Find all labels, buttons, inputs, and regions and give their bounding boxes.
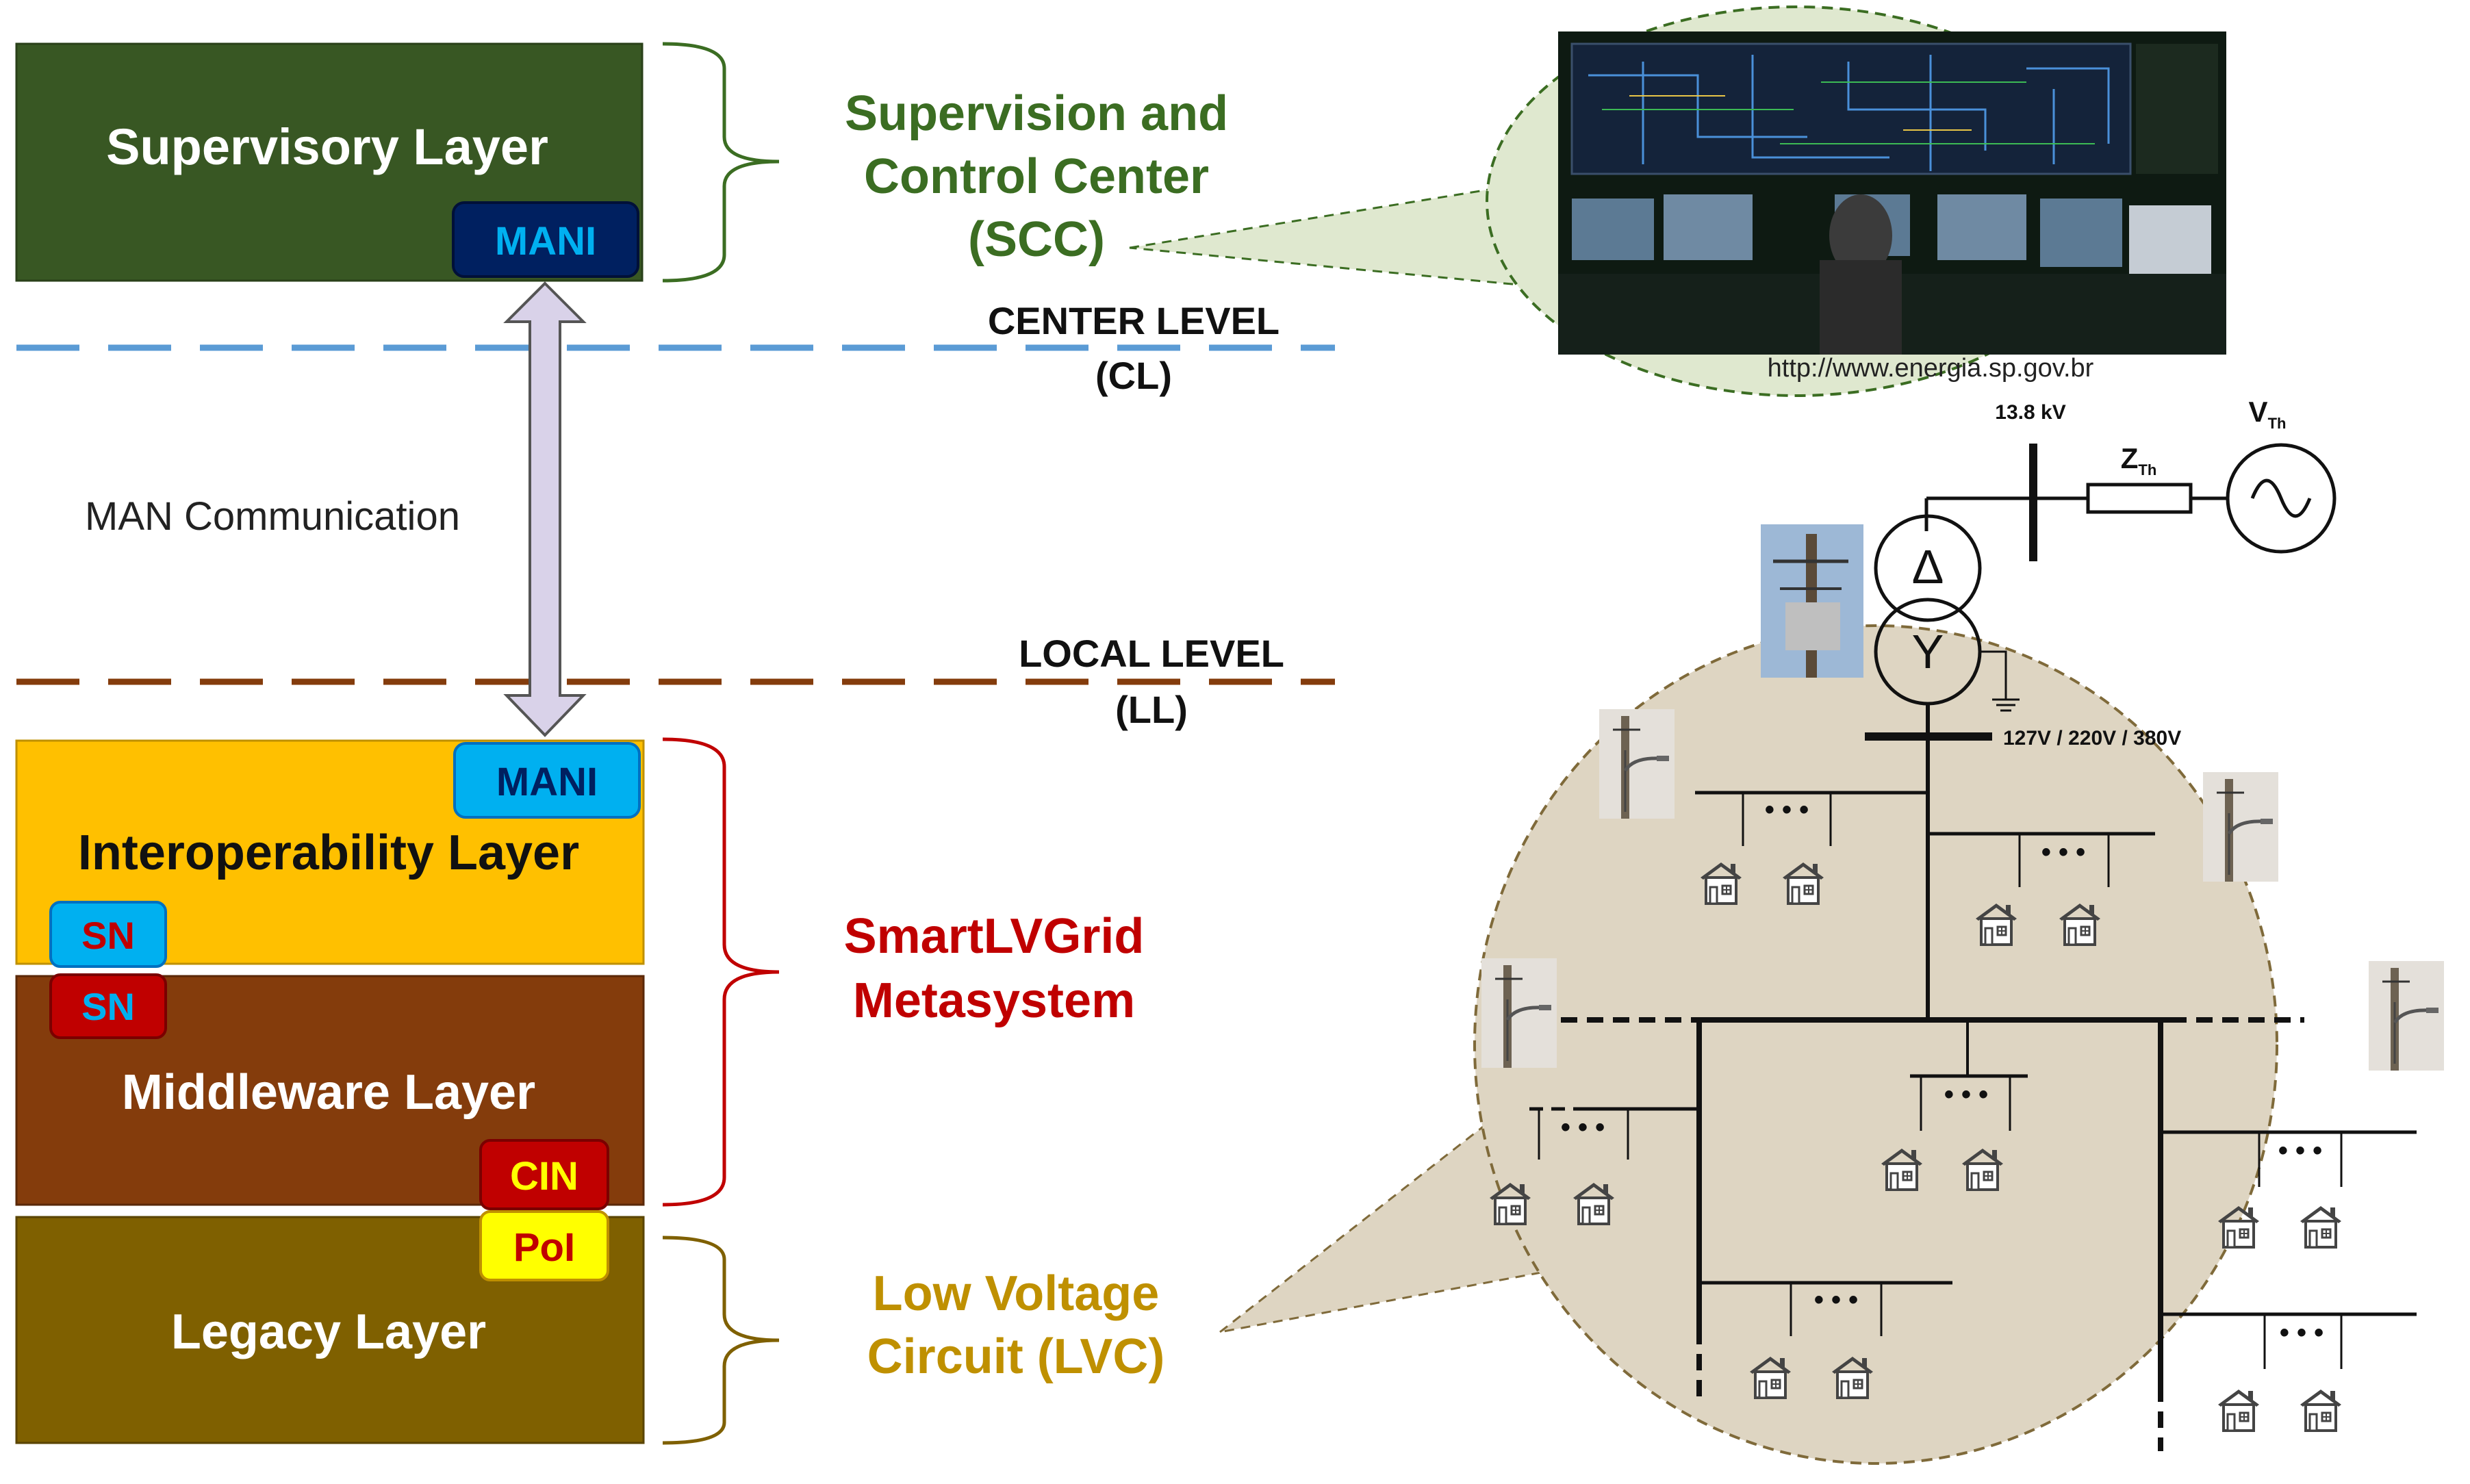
svg-text:Y: Y [1912, 625, 1944, 678]
svg-text:Low Voltage: Low Voltage [873, 1266, 1160, 1321]
svg-text:Circuit (LVC): Circuit (LVC) [867, 1329, 1165, 1384]
svg-text:Δ: Δ [1912, 540, 1944, 593]
svg-text:(SCC): (SCC) [968, 212, 1105, 267]
street-light-pole-icon [1599, 709, 1675, 819]
circuit-diagram: 13.8 kV ZTh VTh Δ Y 127V / 220V / 380V [1481, 396, 2444, 1451]
svg-text:SN: SN [81, 985, 135, 1028]
transformer-pole-image [1761, 524, 1863, 678]
svg-text:• • •: • • • [2278, 1136, 2322, 1166]
svg-text:CIN: CIN [510, 1154, 578, 1199]
supervisory-layer: Supervisory Layer [15, 42, 644, 282]
impedance-label: ZTh [2121, 442, 2157, 478]
center-level-label: CENTER LEVEL [988, 299, 1279, 342]
poi-badge: PoI [479, 1210, 609, 1281]
svg-text:• • •: • • • [1765, 795, 1809, 825]
interoperability-layer-label: Interoperability Layer [78, 826, 579, 880]
metasystem-brace [662, 737, 780, 1207]
svg-text:Metasystem: Metasystem [853, 973, 1135, 1028]
control-room-image [1558, 31, 2226, 355]
svg-text:Supervision and: Supervision and [845, 86, 1228, 141]
house-icon [2299, 1205, 2343, 1249]
svg-text:MANI: MANI [496, 760, 598, 804]
cin-badge: CIN [479, 1139, 609, 1210]
svg-text:PoI: PoI [513, 1225, 575, 1270]
transformer-delta-winding [1874, 514, 1982, 622]
lvc-brace [662, 1236, 780, 1445]
local-level-abbr: (LL) [1115, 688, 1188, 731]
center-level-abbr: (CL) [1095, 354, 1172, 397]
svg-text:• • •: • • • [1814, 1285, 1858, 1315]
svg-text:MANI: MANI [495, 219, 596, 264]
street-light-pole-icon [1481, 958, 1557, 1068]
mani-badge-supervisory: MANI [452, 201, 639, 278]
man-communication-arrow [503, 281, 587, 737]
thevenin-impedance [2086, 483, 2193, 514]
lvc-label: Low Voltage Circuit (LVC) [867, 1266, 1165, 1384]
source-label: VTh [2249, 396, 2287, 432]
street-light-pole-icon [2203, 772, 2278, 882]
lv-voltage-label: 127V / 220V / 380V [2003, 727, 2181, 750]
middleware-layer-label: Middleware Layer [122, 1065, 535, 1120]
photo-credit: http://www.energia.sp.gov.br [1768, 354, 2094, 383]
svg-text:• • •: • • • [1944, 1079, 1988, 1110]
svg-text:• • •: • • • [1561, 1112, 1605, 1142]
scc-brace [662, 42, 780, 283]
man-communication-label: MAN Communication [85, 494, 460, 539]
legacy-layer-label: Legacy Layer [171, 1305, 486, 1359]
mv-voltage-label: 13.8 kV [1995, 401, 2065, 424]
svg-text:Control Center: Control Center [864, 149, 1209, 204]
svg-text:SmartLVGrid: SmartLVGrid [844, 909, 1145, 964]
svg-text:• • •: • • • [2280, 1318, 2323, 1348]
scc-photo-bubble: http://www.energia.sp.gov.br [1129, 5, 2226, 397]
house-icon [2217, 1388, 2261, 1432]
house-icon [2299, 1388, 2343, 1432]
mani-badge-interoperability: MANI [453, 742, 641, 819]
supervisory-layer-label: Supervisory Layer [106, 118, 548, 175]
svg-text:• • •: • • • [2041, 837, 2085, 867]
metasystem-label: SmartLVGrid Metasystem [844, 909, 1145, 1028]
sn-badge-middleware: SN [49, 973, 167, 1039]
svg-text:SN: SN [81, 914, 135, 957]
lvc-bubble [1219, 624, 2278, 1465]
sn-badge-interoperability: SN [49, 901, 167, 968]
scc-label: Supervision and Control Center (SCC) [845, 86, 1228, 267]
local-level-label: LOCAL LEVEL [1019, 632, 1284, 675]
street-light-pole-icon [2369, 961, 2444, 1071]
